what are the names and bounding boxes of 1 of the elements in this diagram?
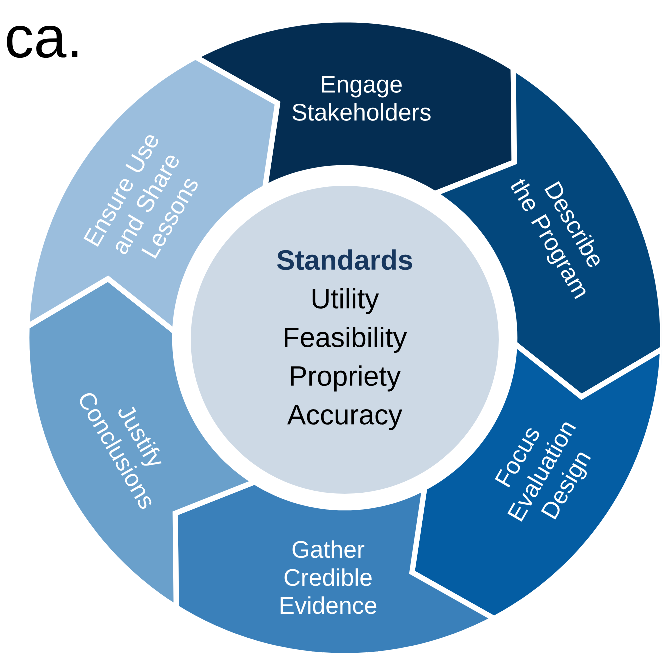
heading-fragment: ca. [7, 26, 78, 58]
